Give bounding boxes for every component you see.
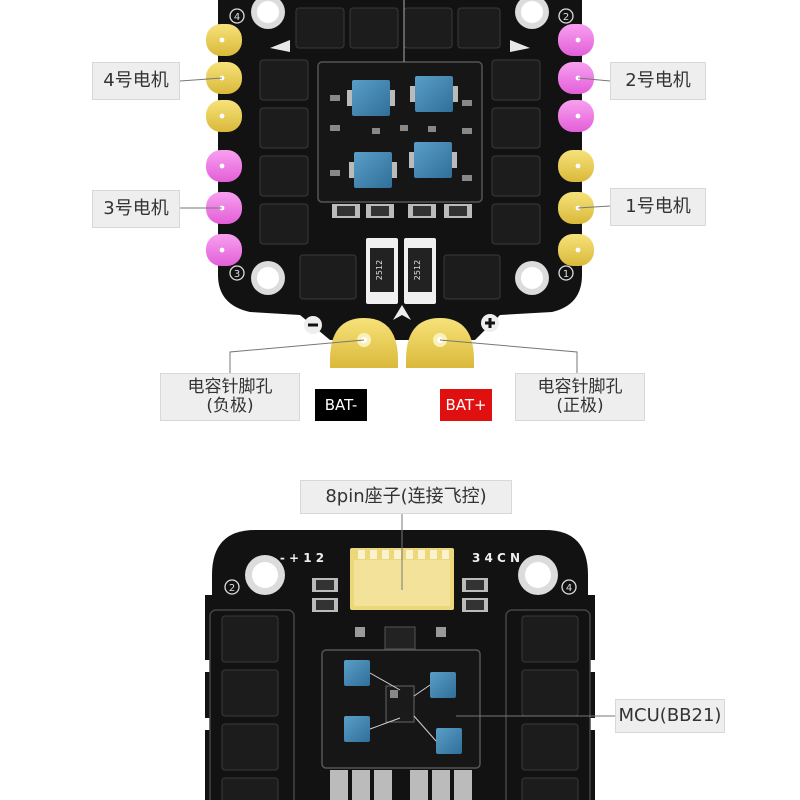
svg-text:4: 4 [234, 12, 240, 23]
mosfet-column-left-bottom [221, 615, 279, 800]
silk-label-left: - + 1 2 [280, 551, 324, 565]
leader-lines [179, 77, 611, 375]
bat-negative-tag: BAT- [315, 389, 367, 421]
motor-3-pads [206, 150, 242, 266]
motor-4-pads [206, 24, 242, 132]
mosfet-column-right [491, 59, 541, 245]
svg-text:2: 2 [229, 583, 235, 594]
driver-chip [409, 142, 457, 178]
driver-area [317, 61, 483, 203]
arrow-mark [393, 305, 411, 320]
motor-4-label: 4号电机 [92, 62, 180, 100]
driver-chip [430, 672, 456, 698]
svg-text:1: 1 [563, 269, 569, 280]
corner-number-4: 4 [229, 8, 245, 24]
svg-text:2512: 2512 [375, 260, 384, 280]
mcu-label: MCU(BB21) [615, 699, 725, 733]
driver-chip [344, 660, 370, 686]
svg-text:3: 3 [234, 269, 240, 280]
mount-hole [518, 555, 558, 595]
svg-text:2: 2 [563, 12, 569, 23]
motor-2-label: 2号电机 [610, 62, 706, 100]
minus-mark [304, 316, 322, 334]
corner-number-2-bottom: 2 [224, 579, 240, 595]
cap-pos-line1: 电容针脚孔 [537, 377, 623, 397]
plus-mark [481, 314, 499, 332]
corner-number-1: 1 [558, 265, 574, 281]
corner-number-2: 2 [558, 8, 574, 24]
driver-chip [347, 80, 395, 116]
bottom-esc-board: 2 4 - + 1 2 3 4 C N [196, 507, 615, 800]
signal-traces [369, 672, 437, 742]
connector-label: 8pin座子(连接飞控) [300, 480, 512, 514]
regulator-area [355, 626, 446, 650]
triangle-mark [510, 40, 530, 52]
shunt-resistor-left: 2512 [366, 238, 398, 304]
board-notches [196, 660, 604, 730]
bottom-capacitor-row [330, 770, 472, 800]
motor-1-pads [558, 150, 594, 266]
cap-neg-line2: (负极) [206, 396, 254, 416]
pad-region-right [505, 609, 591, 800]
driver-chip [410, 76, 458, 112]
mount-hole [245, 555, 285, 595]
mosfet-row-bottom [299, 254, 501, 300]
passive-components [330, 95, 472, 181]
cap-neg-line1: 电容针脚孔 [187, 377, 273, 397]
driver-chip [349, 152, 397, 188]
motor-1-label: 1号电机 [610, 188, 706, 226]
mosfet-column-left [259, 59, 309, 245]
shunt-resistor-right: 2512 [404, 238, 436, 304]
driver-chip [344, 716, 370, 742]
mosfet-column-right-bottom [521, 615, 579, 800]
side-capacitors [312, 578, 488, 612]
bat-positive-tag: BAT+ [440, 389, 492, 421]
svg-text:2512: 2512 [413, 260, 422, 280]
cap-pin-negative-label: 电容针脚孔 (负极) [160, 373, 300, 421]
bottom-leader-lines [401, 507, 615, 717]
svg-text:4: 4 [566, 583, 572, 594]
triangle-mark [270, 40, 290, 52]
driver-chip [436, 728, 462, 754]
mount-hole [251, 0, 285, 29]
mount-hole [251, 261, 285, 295]
motor-3-label: 3号电机 [92, 190, 180, 228]
cap-pos-line2: (正极) [556, 396, 604, 416]
mount-hole [515, 0, 549, 29]
corner-number-4-bottom: 4 [561, 579, 577, 595]
mount-hole [515, 261, 549, 295]
corner-number-3: 3 [229, 265, 245, 281]
motor-2-pads [558, 24, 594, 132]
pad-region-left [209, 609, 295, 800]
capacitor-row [332, 204, 472, 218]
mcu-chip [385, 685, 415, 723]
cap-pin-positive-label: 电容针脚孔 (正极) [515, 373, 645, 421]
mosfet-row-top [295, 7, 501, 49]
top-esc-board: 2512 2512 4 2 3 1 [179, 0, 611, 375]
silk-label-right: 3 4 C N [472, 551, 520, 565]
